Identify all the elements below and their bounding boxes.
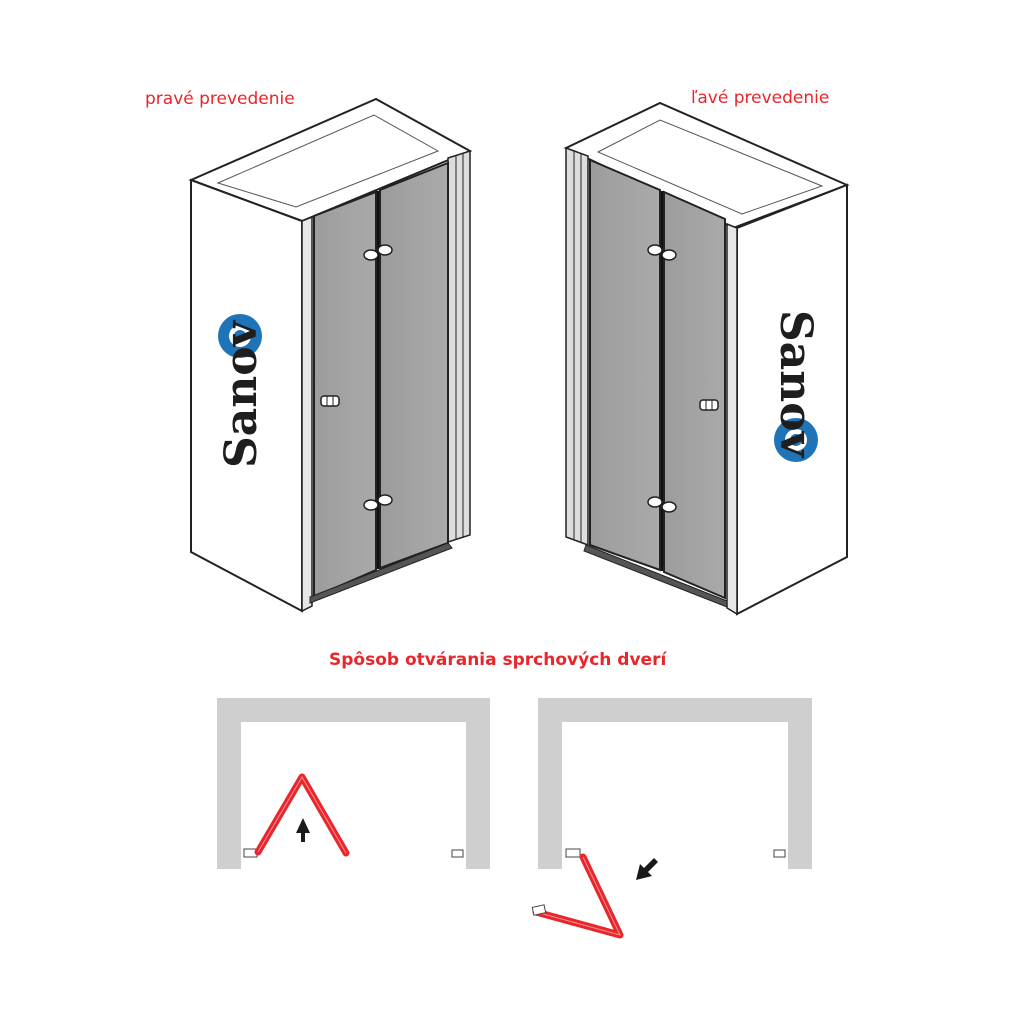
caption-left-version: ľavé prevedenie: [691, 88, 830, 108]
arrow-icon: [636, 858, 658, 880]
sanovo-logo-icon: Sanov: [770, 310, 821, 462]
brand-wordmark: Sanov: [216, 319, 267, 468]
door-knob-icon: [699, 399, 719, 411]
caption-opening-method: Spôsob otvárania sprchových dverí: [329, 650, 667, 670]
brand-wordmark: Sanov: [770, 310, 821, 459]
sanovo-logo-icon: Sanov: [216, 314, 267, 468]
glass-panel-right: [663, 190, 726, 600]
glass-panel-right: [379, 161, 449, 570]
caption-right-version: pravé prevedenie: [145, 89, 295, 109]
floor-plan-outward: [531, 698, 812, 939]
floor-plan-inward: [217, 698, 490, 869]
floor-plan-wall: [217, 698, 490, 869]
hinge-icon: [647, 244, 677, 513]
hinge-icon: [363, 244, 393, 511]
door-knob-icon: [320, 395, 340, 407]
enclosure-right-version: Sanov: [188, 97, 473, 613]
glass-panel-left: [589, 158, 661, 572]
arrow-icon: [296, 818, 310, 842]
enclosure-left-version: Sanov: [563, 101, 850, 616]
floor-plan-wall: [538, 698, 812, 869]
glass-panel-left: [313, 190, 377, 599]
